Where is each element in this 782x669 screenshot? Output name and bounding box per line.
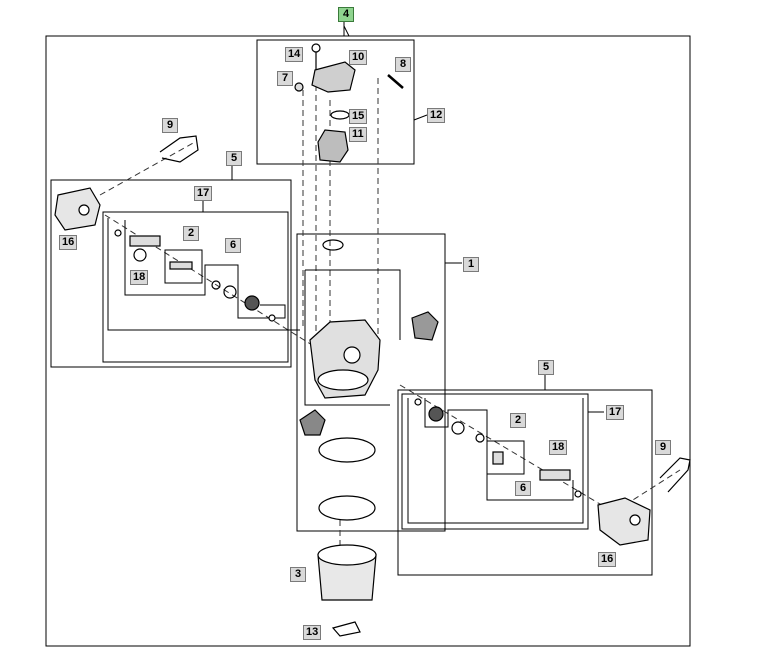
callout-15[interactable]: 15 — [349, 109, 368, 124]
callout-8[interactable]: 8 — [395, 57, 411, 72]
callout-10[interactable]: 10 — [349, 50, 368, 65]
callout-1[interactable]: 1 — [463, 257, 479, 272]
callout-16-right[interactable]: 16 — [598, 552, 617, 567]
callout-18-right[interactable]: 18 — [549, 440, 568, 455]
bracket-part — [311, 61, 356, 93]
callout-2-left[interactable]: 2 — [183, 226, 199, 241]
callout-9-right[interactable]: 9 — [655, 440, 671, 455]
right-subassembly-box — [401, 393, 589, 530]
callout-9-left[interactable]: 9 — [162, 118, 178, 133]
callout-14[interactable]: 14 — [285, 47, 304, 62]
callout-18-left[interactable]: 18 — [130, 270, 149, 285]
left-motor-part — [54, 187, 101, 231]
callout-2-right[interactable]: 2 — [510, 413, 526, 428]
right-motor-part — [597, 497, 651, 546]
left-assembly-box — [50, 179, 292, 368]
callout-16-left[interactable]: 16 — [59, 235, 78, 250]
callout-13[interactable]: 13 — [303, 625, 322, 640]
callout-11[interactable]: 11 — [349, 127, 367, 142]
left-subassembly-box — [102, 211, 289, 363]
callout-7[interactable]: 7 — [277, 71, 293, 86]
callout-17-right[interactable]: 17 — [606, 405, 625, 420]
callout-5-right[interactable]: 5 — [538, 360, 554, 375]
carburetor-box — [296, 233, 446, 532]
callout-17-left[interactable]: 17 — [194, 186, 213, 201]
callout-6-left[interactable]: 6 — [225, 238, 241, 253]
callout-12[interactable]: 12 — [427, 108, 446, 123]
right-assembly-box — [397, 389, 653, 576]
diagram-frame — [45, 35, 691, 647]
callout-5-left[interactable]: 5 — [226, 151, 242, 166]
top-assembly-box — [256, 39, 415, 165]
callout-4[interactable]: 4 — [338, 7, 354, 22]
callout-6-right[interactable]: 6 — [515, 481, 531, 496]
callout-3[interactable]: 3 — [290, 567, 306, 582]
